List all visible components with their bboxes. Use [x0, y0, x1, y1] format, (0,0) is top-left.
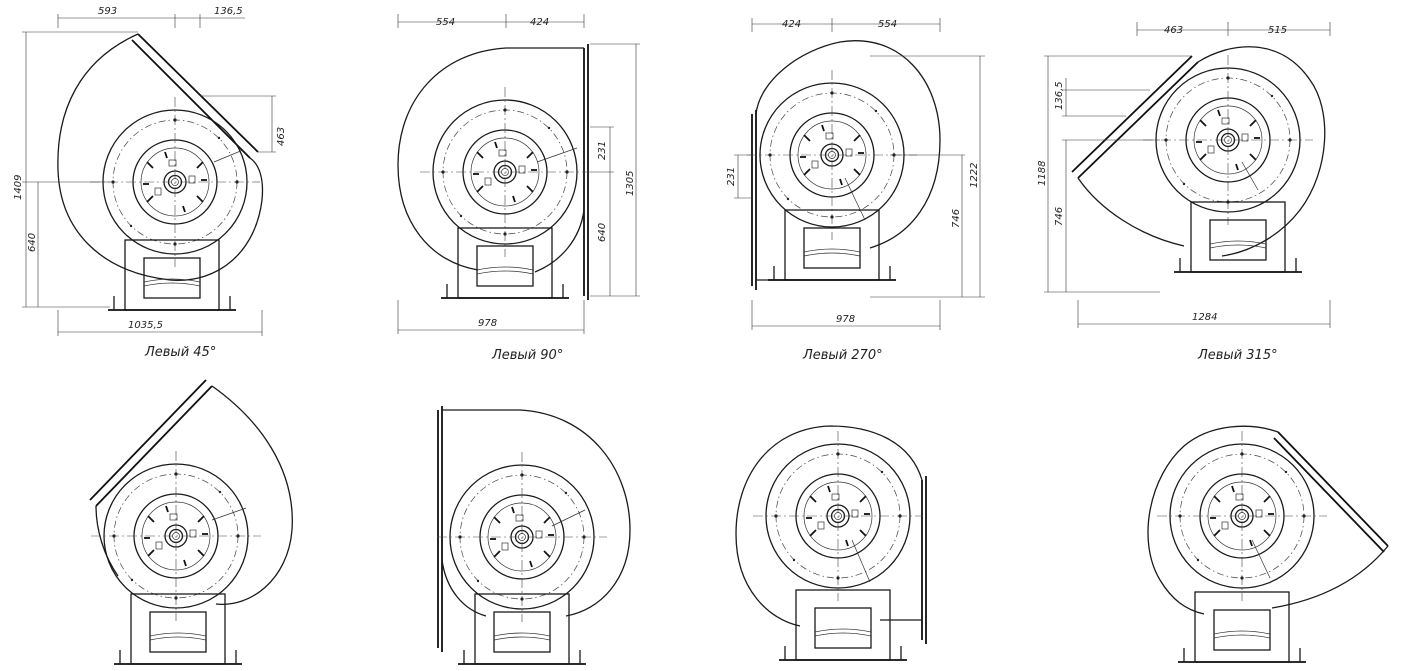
- caption-left-90: Левый 90°: [492, 348, 564, 363]
- dim-463: 463: [1164, 25, 1183, 36]
- dim-978: 978: [836, 314, 855, 325]
- dim-1305: 1305: [625, 171, 636, 196]
- dim-1284: 1284: [1192, 312, 1217, 323]
- caption-left-45: Левый 45°: [145, 345, 217, 360]
- view-bottom-1: [89, 379, 293, 665]
- dim-424: 424: [782, 19, 801, 30]
- dim-554: 554: [878, 19, 897, 30]
- dim-231: 231: [726, 167, 737, 186]
- dim-515: 515: [1268, 25, 1287, 36]
- dim-554: 554: [436, 17, 455, 28]
- view-bottom-4: [1147, 425, 1389, 663]
- view-left-45: 593 136,5 463 1409 640 1035,5: [13, 6, 287, 336]
- dim-746: 746: [951, 209, 962, 228]
- dim-136-5: 136,5: [1054, 81, 1065, 110]
- dim-136-5: 136,5: [214, 6, 243, 17]
- view-left-90: 554 424 231 1305 640 978: [397, 14, 640, 334]
- dim-746: 746: [1054, 207, 1065, 226]
- view-bottom-3: [735, 425, 927, 661]
- dim-978: 978: [478, 318, 497, 329]
- dim-640: 640: [597, 223, 608, 242]
- view-bottom-2: [436, 406, 631, 665]
- dim-463: 463: [276, 127, 287, 146]
- view-left-270: 424 554 231 1222 746 978: [726, 18, 985, 330]
- dim-424: 424: [530, 17, 549, 28]
- dim-1222: 1222: [969, 163, 980, 188]
- dim-593: 593: [98, 6, 117, 17]
- caption-left-315: Левый 315°: [1198, 348, 1278, 363]
- caption-left-270: Левый 270°: [803, 348, 883, 363]
- dim-1188: 1188: [1037, 161, 1048, 186]
- dim-1035-5: 1035,5: [128, 320, 163, 331]
- dim-231: 231: [597, 141, 608, 160]
- dim-640: 640: [27, 233, 38, 252]
- view-left-315: 463 515 136,5 1188 746 1284: [1037, 22, 1331, 328]
- dim-1409: 1409: [13, 175, 24, 200]
